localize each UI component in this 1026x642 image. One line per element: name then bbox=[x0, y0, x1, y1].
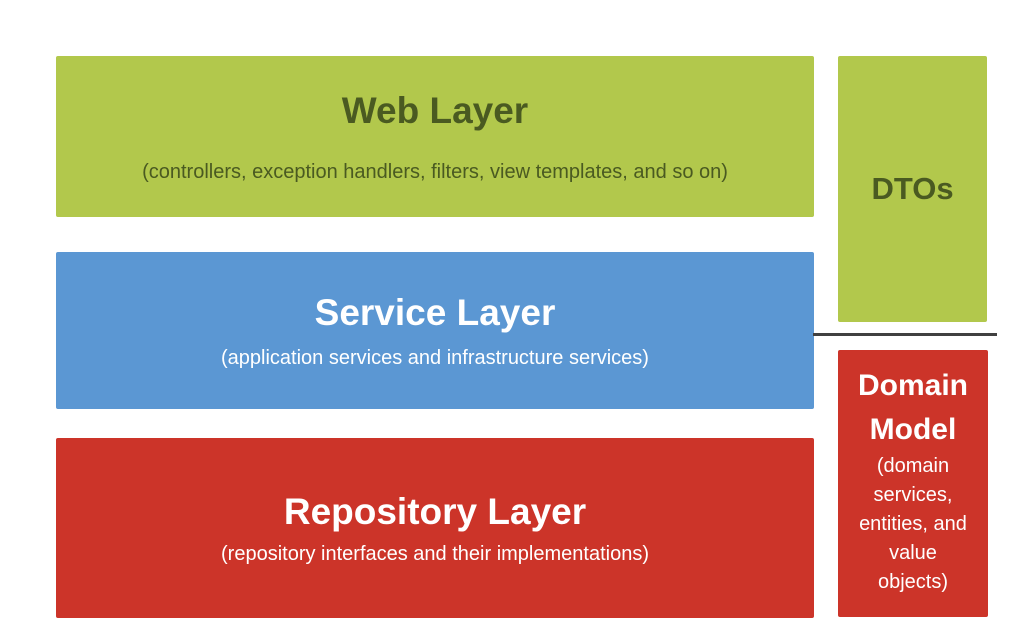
repository-layer-title: Repository Layer bbox=[283, 490, 587, 532]
service-layer-subtitle: (application services and infrastructure… bbox=[221, 346, 649, 369]
dtos-label: DTOs bbox=[871, 171, 954, 206]
service-layer-title: Service Layer bbox=[314, 291, 556, 333]
service-layer-box: Service Layer (application services and … bbox=[56, 252, 814, 409]
divider-line bbox=[813, 333, 997, 336]
domain-model-body: (domain services, entities, and value ob… bbox=[859, 455, 967, 593]
web-layer-box: Web Layer (controllers, exception handle… bbox=[56, 56, 814, 217]
dtos-box: DTOs bbox=[838, 56, 987, 322]
domain-model-title: Domain Model bbox=[857, 369, 968, 446]
web-layer-subtitle: (controllers, exception handlers, filter… bbox=[142, 160, 728, 183]
web-layer-title: Web Layer bbox=[341, 89, 529, 131]
repository-layer-subtitle: (repository interfaces and their impleme… bbox=[221, 542, 649, 565]
repository-layer-box: Repository Layer (repository interfaces … bbox=[56, 438, 814, 618]
domain-model-box: Domain Model (domain services, entities,… bbox=[838, 350, 988, 617]
